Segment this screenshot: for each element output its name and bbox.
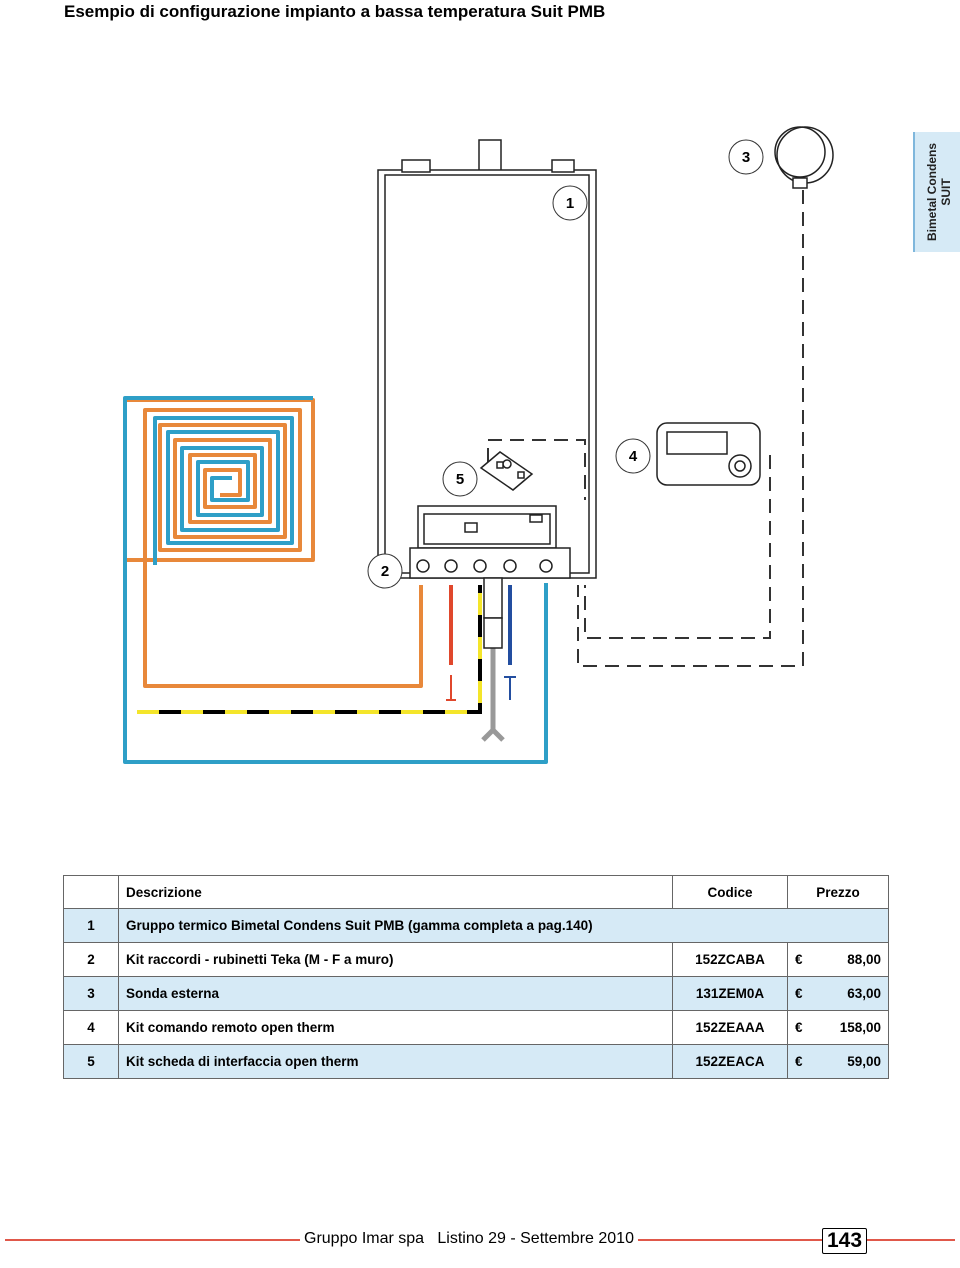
svg-text:5: 5 bbox=[456, 471, 464, 488]
header-price: Prezzo bbox=[787, 875, 889, 909]
row-price: €88,00 bbox=[787, 942, 889, 977]
row-price: €158,00 bbox=[787, 1010, 889, 1045]
floor-heating-coil-icon bbox=[123, 396, 548, 764]
row-number: 1 bbox=[63, 908, 119, 943]
boiler-unit-icon bbox=[377, 139, 597, 649]
callout-4: 4 bbox=[615, 438, 651, 474]
remote-control-icon bbox=[656, 422, 761, 486]
svg-text:1: 1 bbox=[566, 195, 574, 212]
row-code: 152ZEACA bbox=[672, 1044, 788, 1079]
table-header-row: Descrizione Codice Prezzo bbox=[63, 875, 889, 909]
footer-rule-left bbox=[5, 1239, 305, 1241]
row-description: Kit comando remoto open therm bbox=[118, 1010, 673, 1045]
outdoor-probe-icon bbox=[774, 126, 834, 189]
header-code: Codice bbox=[672, 875, 788, 909]
header-description: Descrizione bbox=[118, 875, 673, 909]
table-row: 4 Kit comando remoto open therm 152ZEAAA… bbox=[63, 1010, 889, 1045]
footer-rule-right bbox=[630, 1239, 955, 1241]
page-number: 143 bbox=[822, 1228, 868, 1254]
section-tab: Bimetal Condens SUIT bbox=[913, 132, 960, 252]
svg-text:3: 3 bbox=[742, 149, 750, 166]
row-description: Sonda esterna bbox=[118, 976, 673, 1011]
callout-2: 2 bbox=[367, 553, 403, 589]
gas-line bbox=[137, 585, 482, 714]
callout-3: 3 bbox=[728, 139, 764, 175]
row-code: 152ZCABA bbox=[672, 942, 788, 977]
footer-company: Gruppo Imar spa bbox=[304, 1230, 425, 1247]
svg-text:2: 2 bbox=[381, 563, 389, 580]
footer-catalog: Listino 29 - Settembre 2010 bbox=[437, 1230, 634, 1247]
callout-1: 1 bbox=[552, 185, 588, 221]
row-code: 131ZEM0A bbox=[672, 976, 788, 1011]
svg-text:4: 4 bbox=[629, 448, 638, 465]
row-description: Gruppo termico Bimetal Condens Suit PMB … bbox=[118, 908, 889, 943]
table-row: 5 Kit scheda di interfaccia open therm 1… bbox=[63, 1044, 889, 1079]
row-number: 3 bbox=[63, 976, 119, 1011]
table-row: 2 Kit raccordi - rubinetti Teka (M - F a… bbox=[63, 942, 889, 977]
price-table: Descrizione Codice Prezzo 1 Gruppo termi… bbox=[63, 875, 889, 1079]
callout-5: 5 bbox=[442, 461, 478, 497]
table-row: 1 Gruppo termico Bimetal Condens Suit PM… bbox=[63, 908, 889, 943]
row-number: 4 bbox=[63, 1010, 119, 1045]
return-arrow-icon bbox=[504, 676, 516, 700]
board-wire bbox=[487, 439, 586, 500]
footer-text: Gruppo Imar spa Listino 29 - Settembre 2… bbox=[300, 1230, 638, 1248]
remote-wire bbox=[584, 455, 771, 639]
row-price: €59,00 bbox=[787, 1044, 889, 1079]
interface-board-icon bbox=[479, 451, 534, 491]
table-row: 3 Sonda esterna 131ZEM0A €63,00 bbox=[63, 976, 889, 1011]
row-number: 5 bbox=[63, 1044, 119, 1079]
row-description: Kit scheda di interfaccia open therm bbox=[118, 1044, 673, 1079]
flow-arrow-icon bbox=[446, 675, 456, 701]
row-price: €63,00 bbox=[787, 976, 889, 1011]
installation-diagram: 1 2 3 4 5 bbox=[123, 126, 834, 764]
row-code: 152ZEAAA bbox=[672, 1010, 788, 1045]
row-description: Kit raccordi - rubinetti Teka (M - F a m… bbox=[118, 942, 673, 977]
page-title: Esempio di configurazione impianto a bas… bbox=[64, 2, 606, 21]
row-number: 2 bbox=[63, 942, 119, 977]
